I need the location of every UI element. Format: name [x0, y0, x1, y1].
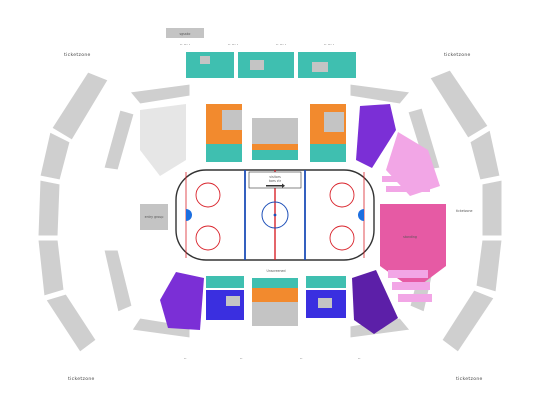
- outer-section-right-bottom[interactable]: [441, 289, 495, 353]
- marker-t1: ·· ··· ·: [180, 42, 190, 47]
- marker-t3: ·· ··· ·: [276, 42, 286, 47]
- outer-section-left-top[interactable]: [51, 71, 109, 141]
- zone-label-right-side: ticketzone: [456, 209, 472, 213]
- left-entry-box[interactable]: [140, 204, 168, 230]
- center-circle: [261, 201, 289, 229]
- center-dot: [273, 213, 277, 217]
- right-light-pink: [382, 176, 432, 302]
- outer-section-left-lower[interactable]: [37, 239, 65, 297]
- marker-b1: ··: [184, 356, 187, 361]
- center-sign-text: visitors: [269, 175, 281, 179]
- marker-t2: ·· ··· ·: [228, 42, 238, 47]
- section-top-right-purple[interactable]: [356, 104, 396, 168]
- right-pink-row-2[interactable]: [386, 186, 430, 192]
- crease-right: [358, 209, 364, 221]
- section-bottom-gray-a[interactable]: [226, 296, 240, 306]
- faceoff-right-top: [329, 182, 355, 208]
- section-bottom-left-purple[interactable]: [160, 272, 204, 330]
- section-top-mid-teal[interactable]: [252, 150, 298, 160]
- section-top-left-grayish[interactable]: [140, 104, 186, 176]
- outer-ring: [37, 69, 503, 353]
- inner-ring: [103, 83, 441, 339]
- section-top-mid-orange[interactable]: [252, 144, 298, 150]
- crease-left: [186, 209, 192, 221]
- outer-section-left-upper[interactable]: [39, 131, 71, 181]
- left-entry-label: entry group: [145, 215, 164, 219]
- outer-section-right-top[interactable]: [429, 69, 489, 139]
- upper-top-gray-b[interactable]: [312, 62, 328, 72]
- lower-bottom-sections: [160, 270, 398, 334]
- upper-top-2[interactable]: [238, 52, 294, 78]
- ice-rink: visitors toes ctr Unscreened: [175, 169, 375, 274]
- section-bottom-left-teal[interactable]: [206, 276, 244, 288]
- section-markers: ·· ··· · ·· ··· · ·· ··· · ·· ··· · ·· ·…: [180, 42, 361, 361]
- ring-top-right[interactable]: [349, 83, 411, 105]
- outer-section-right-lower[interactable]: [475, 239, 503, 293]
- section-bottom-mid-gray[interactable]: [252, 302, 298, 326]
- ring-left-low[interactable]: [103, 249, 133, 313]
- ice-bottom-strip: [248, 267, 304, 274]
- marker-t4: ·· ··· ·: [324, 42, 334, 47]
- outer-section-left-bottom[interactable]: [45, 293, 97, 353]
- center-sign-text-2: toes ctr: [269, 179, 282, 183]
- section-top-left-teal[interactable]: [206, 144, 242, 162]
- outer-section-left-mid[interactable]: [37, 179, 61, 237]
- faceoff-right-bottom: [329, 225, 355, 251]
- marker-b3: ··: [300, 356, 303, 361]
- section-bottom-right-teal[interactable]: [306, 276, 346, 288]
- section-top-gray-fill-2[interactable]: [324, 112, 344, 132]
- upper-top-1[interactable]: [186, 52, 234, 78]
- upper-top-gray-a[interactable]: [250, 60, 264, 70]
- right-standing-block[interactable]: [380, 204, 446, 290]
- zone-label-top-left: ticketzone: [64, 52, 91, 58]
- faceoff-left-bottom: [195, 225, 221, 251]
- zone-label-bottom-left: ticketzone: [68, 376, 95, 382]
- center-sign-arrow: [266, 183, 285, 188]
- section-bottom-gray-b[interactable]: [318, 298, 332, 308]
- section-bottom-mid-orange[interactable]: [252, 288, 298, 302]
- zone-label-top-right: ticketzone: [444, 52, 471, 58]
- upper-top-band: [186, 52, 356, 78]
- right-standing-label: standing: [403, 235, 417, 239]
- section-top-gray-fill[interactable]: [222, 110, 242, 130]
- zone-label-bottom-right: ticketzone: [456, 376, 483, 382]
- lower-top-sections: [206, 104, 346, 162]
- center-sign: [248, 171, 302, 189]
- outer-section-right-mid[interactable]: [481, 179, 503, 237]
- top-box-label: sgsabc: [179, 32, 190, 36]
- right-pink-row-1[interactable]: [382, 176, 422, 182]
- faceoff-left-top: [195, 182, 221, 208]
- ring-top-left[interactable]: [129, 83, 191, 105]
- section-top-right-teal[interactable]: [310, 144, 346, 162]
- ring-left[interactable]: [103, 109, 135, 171]
- marker-b2: ··: [240, 356, 243, 361]
- section-bottom-right-purple[interactable]: [352, 270, 398, 334]
- outer-section-right-upper[interactable]: [469, 129, 501, 181]
- section-bottom-mid-teal[interactable]: [252, 278, 298, 288]
- ice-bottom-text: Unscreened: [267, 269, 286, 273]
- right-pink-row-4[interactable]: [392, 282, 430, 290]
- upper-top-gray-c[interactable]: [200, 56, 210, 64]
- right-pink-row-5[interactable]: [398, 294, 432, 302]
- right-pink-row-3[interactable]: [388, 270, 428, 278]
- top-box[interactable]: [166, 28, 204, 38]
- marker-b4: ··: [358, 356, 361, 361]
